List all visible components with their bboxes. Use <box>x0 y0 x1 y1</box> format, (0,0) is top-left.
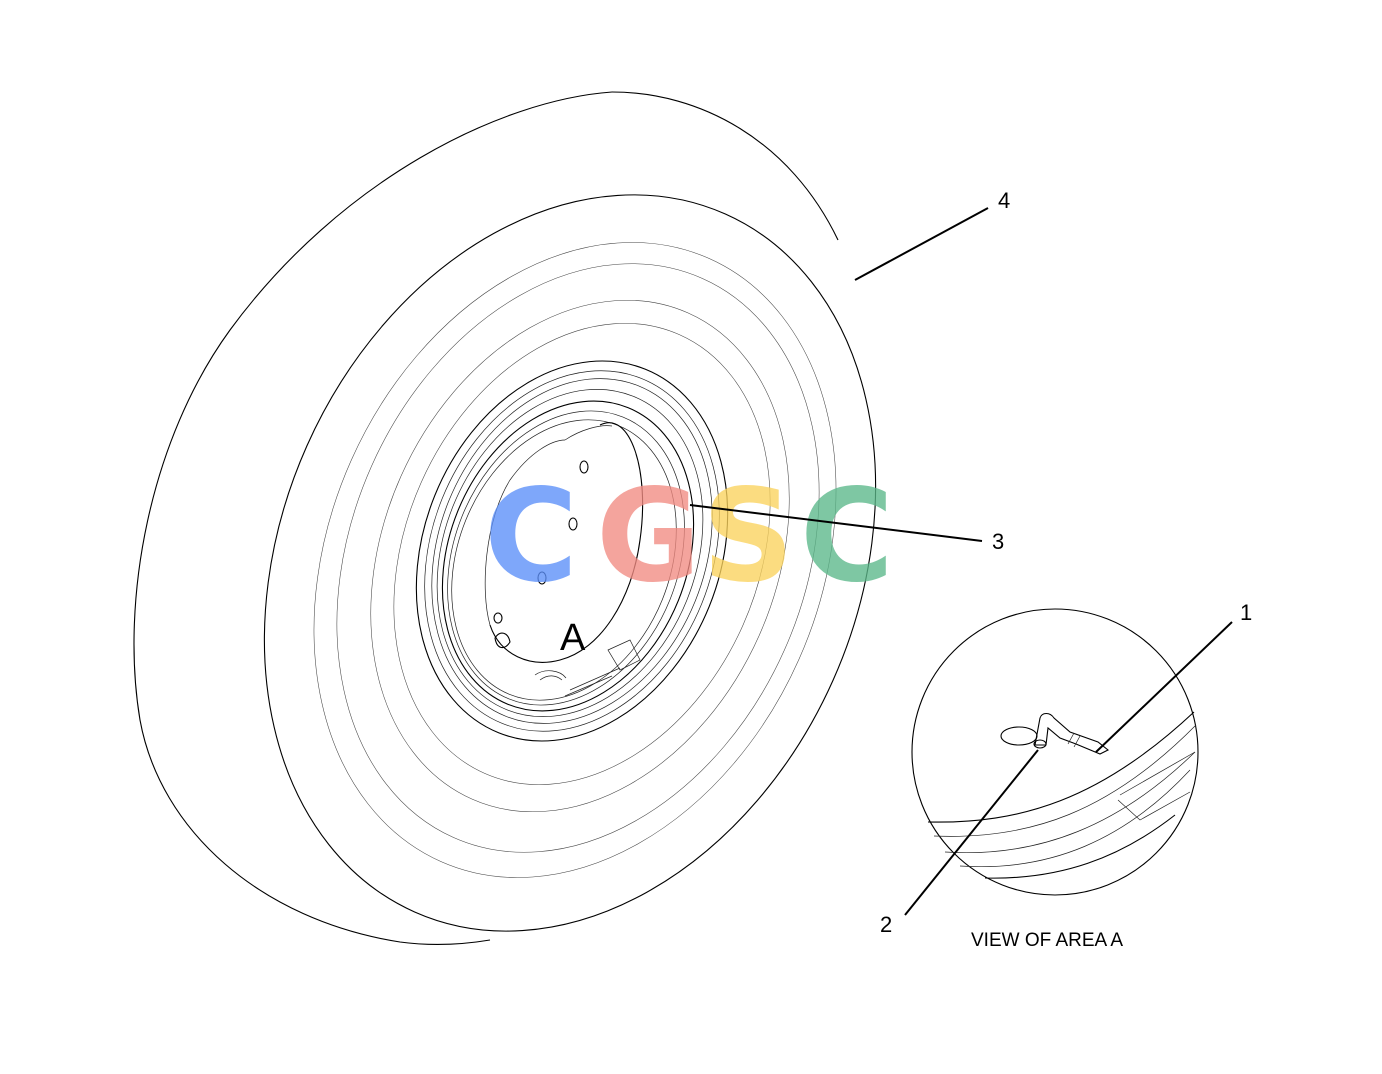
rim-valve-slot <box>494 632 511 649</box>
watermark-letter: G <box>596 462 701 611</box>
detail-caption: VIEW OF AREA A <box>971 930 1123 951</box>
valve-base <box>1000 726 1038 746</box>
valve-stem <box>1034 712 1110 755</box>
callout-2: 2 <box>880 912 892 937</box>
tire-assembly <box>133 91 877 946</box>
area-a-label: A <box>560 617 586 659</box>
detail-circle <box>911 608 1199 896</box>
wheel-disc <box>489 422 644 663</box>
leader-line-2 <box>904 749 1039 916</box>
leader-line-1 <box>1095 621 1233 753</box>
detail-view-area-a <box>911 608 1199 896</box>
tire-tread-outline <box>133 91 613 946</box>
bolt-hole <box>537 571 547 585</box>
rim-flange <box>415 360 729 742</box>
watermark-letter: S <box>702 462 794 611</box>
bolt-hole <box>568 517 578 531</box>
callout-1: 1 <box>1240 600 1252 625</box>
tire-front-sidewall <box>263 194 877 932</box>
tire-tread-top <box>611 91 839 241</box>
leader-line-3 <box>689 504 983 542</box>
watermark-letter: C <box>484 462 578 611</box>
leader-line-4 <box>854 207 989 281</box>
callout-3: 3 <box>992 529 1004 554</box>
watermark-letter: C <box>800 462 894 611</box>
callout-4: 4 <box>998 188 1010 213</box>
bolt-hole <box>493 612 503 624</box>
watermark: C G S C <box>484 462 894 611</box>
bolt-hole <box>579 460 589 474</box>
